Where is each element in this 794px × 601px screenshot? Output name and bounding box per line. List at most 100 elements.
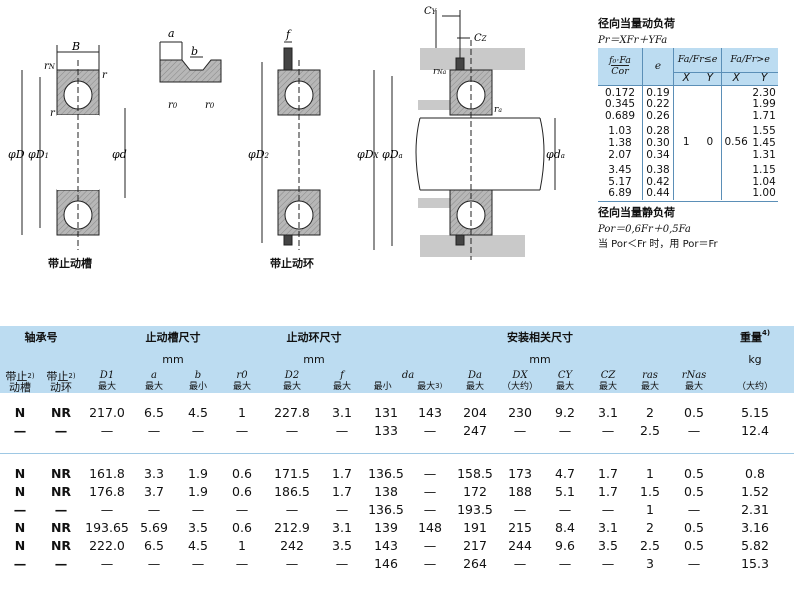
col-cor: Cor — [611, 65, 629, 78]
sub-D1: D1 — [99, 370, 115, 381]
table-cell: 6.5 — [144, 537, 164, 553]
table-cell: 217 — [463, 537, 487, 553]
x1-value: 1 — [673, 84, 699, 200]
table-cell: 143 — [418, 404, 442, 420]
table-cell: NR — [50, 465, 72, 481]
group-bearing: 轴承号 — [0, 326, 82, 348]
table-cell: NR — [50, 519, 72, 535]
table-cell: 1 — [646, 501, 654, 517]
col-e: e — [642, 48, 674, 86]
table-cell: — — [13, 422, 27, 438]
e-5: 0.34 — [646, 148, 670, 161]
label-r-top: r — [102, 70, 108, 81]
table-cell: 5.15 — [741, 404, 769, 420]
bearing-drawings: B rN r r φD φD1 φd a b r0 r0 f φD2 — [8, 6, 565, 260]
table-cell: 3.1 — [598, 404, 618, 420]
table-cell: — — [335, 555, 349, 571]
table-cell: 2.5 — [640, 537, 660, 553]
table-cell: 3 — [646, 555, 654, 571]
table-cell: — — [13, 501, 27, 517]
table-cell: — — [147, 422, 161, 438]
e-2: 0.26 — [646, 109, 670, 122]
y2-5: 1.31 — [752, 148, 776, 161]
table-cell: 176.8 — [89, 483, 125, 499]
y1-value: 0 — [698, 84, 723, 200]
label-r0-right: r0 — [205, 100, 215, 111]
y2-1: 1.99 — [752, 98, 776, 111]
table-cell: 138 — [374, 483, 398, 499]
table-cell: 9.6 — [555, 537, 575, 553]
table-cell: 1 — [646, 465, 654, 481]
table-cell: 1.9 — [188, 483, 208, 499]
label-da: φda — [546, 148, 565, 161]
load-factor-table: f₀·Fa Cor e Fa/Fr≤e Fa/Fr>e X Y X Y 0.17… — [598, 48, 778, 200]
table-cell: N — [14, 519, 26, 535]
col-gt-e: Fa/Fr>e — [730, 54, 770, 66]
table-cell: 1.52 — [741, 483, 769, 499]
col-x1: X — [673, 72, 699, 86]
table-cell: — — [423, 465, 437, 481]
sub-ras: ras — [642, 370, 658, 381]
table-cell: 136.5 — [368, 465, 404, 481]
sub-a: a — [151, 370, 157, 381]
e-3: 0.28 — [646, 125, 670, 138]
table-cell: 193.65 — [85, 519, 129, 535]
table-cell: 247 — [463, 422, 487, 438]
table-cell: — — [558, 501, 572, 517]
table-cell: — — [235, 422, 249, 438]
table-cell: 173 — [508, 465, 532, 481]
table-cell: 244 — [508, 537, 532, 553]
sub-f: f — [340, 370, 344, 381]
static-load-title: 径向当量静负荷 — [598, 205, 675, 219]
label-d: φd — [112, 148, 127, 161]
table-cell: — — [601, 422, 615, 438]
table-cell: 186.5 — [274, 483, 310, 499]
dynamic-load-title: 径向当量动负荷 — [598, 17, 675, 30]
table-cell: 1 — [238, 404, 246, 420]
table-cell: — — [513, 422, 527, 438]
table-cell: 0.5 — [684, 519, 704, 535]
table-cell: — — [285, 501, 299, 517]
e-7: 0.42 — [646, 175, 670, 188]
e-6: 0.38 — [646, 164, 670, 177]
table-cell: 146 — [374, 555, 398, 571]
group-ring-dim: 止动环尺寸 — [264, 326, 364, 348]
table-cell: 3.5 — [332, 537, 352, 553]
table-cell: 143 — [374, 537, 398, 553]
label-r-mid: r — [50, 108, 56, 119]
table-cell: — — [687, 501, 701, 517]
table-cell: 3.3 — [144, 465, 164, 481]
table-cell: — — [191, 555, 205, 571]
label-b: b — [191, 45, 198, 58]
table-cell: — — [558, 555, 572, 571]
table-cell: 2 — [646, 404, 654, 420]
table-cell: 5.1 — [555, 483, 575, 499]
table-cell: 3.1 — [598, 519, 618, 535]
label-r0-left: r0 — [168, 100, 178, 111]
dimension-table: 轴承号 止动槽尺寸 止动环尺寸 安装相关尺寸 重量4) mm mm mm kg … — [0, 326, 794, 572]
sub-D2: D2 — [284, 370, 300, 381]
table-cell: — — [423, 501, 437, 517]
sub-CY: CY — [557, 370, 573, 381]
table-cell: 242 — [280, 537, 304, 553]
table-cell: 2.5 — [640, 422, 660, 438]
sub-da: da — [401, 370, 415, 381]
table-cell: — — [285, 422, 299, 438]
table-row: ————————146—264———3—15.3 — [0, 554, 794, 572]
table-cell: 188 — [508, 483, 532, 499]
caption-groove: 带止动槽 — [48, 257, 92, 270]
y2-6: 1.15 — [752, 164, 776, 177]
groove-bearing-drawing — [21, 45, 126, 250]
unit-weight: kg — [716, 348, 794, 370]
table-cell: 2.31 — [741, 501, 769, 517]
label-D1: φD1 — [28, 148, 49, 161]
sub-DX: DX — [512, 370, 528, 381]
table-cell: 161.8 — [89, 465, 125, 481]
table-row: ————————133—247———2.5—12.4 — [0, 421, 794, 439]
sub-b: b — [194, 370, 202, 381]
table-cell: 8.4 — [555, 519, 575, 535]
table-cell: 171.5 — [274, 465, 310, 481]
table-cell: 136.5 — [368, 501, 404, 517]
